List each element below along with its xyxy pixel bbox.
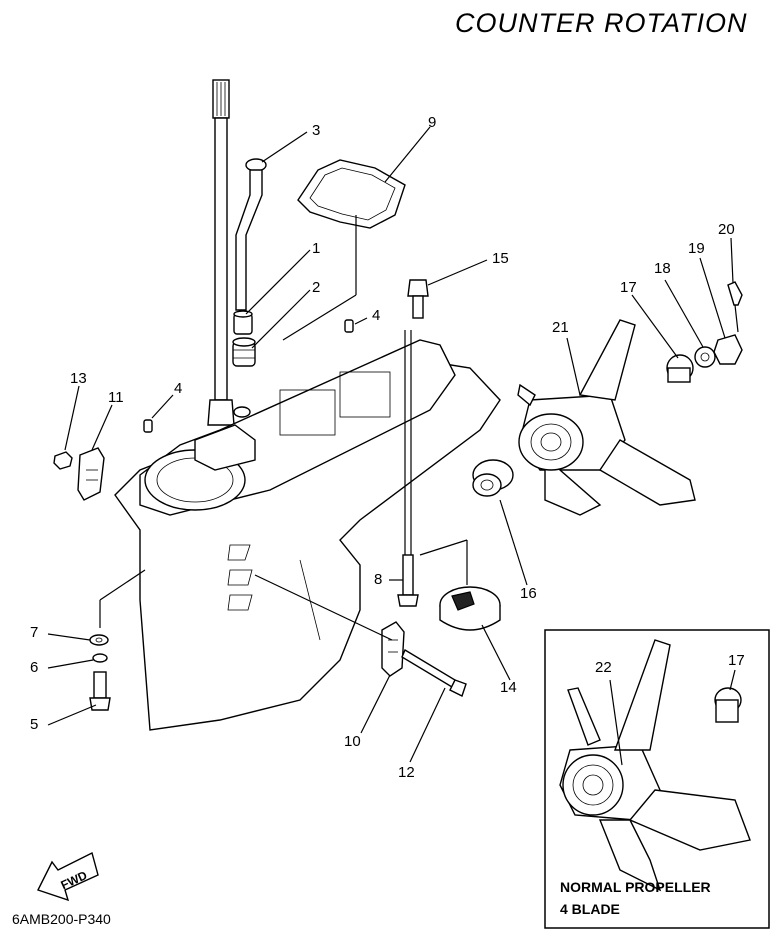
gasket — [297, 159, 406, 229]
tube-seal — [232, 337, 256, 367]
prop-nut — [713, 334, 743, 365]
dowel-pin — [143, 319, 354, 433]
callout-6: 6 — [30, 659, 38, 676]
anode-bolt — [401, 648, 467, 697]
fwd-arrow-icon: FWD — [37, 851, 99, 902]
inset-line-1: NORMAL PROPELLER — [560, 879, 711, 895]
callout-20: 20 — [718, 221, 735, 238]
propeller-counter — [517, 319, 696, 516]
callout-2: 2 — [312, 279, 320, 296]
spacer — [666, 354, 694, 383]
nut — [53, 451, 73, 470]
callout-22: 22 — [595, 659, 612, 676]
washer — [89, 634, 109, 646]
trim-anode — [381, 621, 405, 677]
prop-washer — [694, 346, 716, 368]
inset-line-2: 4 BLADE — [560, 901, 620, 917]
drive-shaft — [207, 79, 235, 426]
oil-seal — [472, 459, 514, 497]
callout-1: 1 — [312, 240, 320, 257]
callout-10: 10 — [344, 733, 361, 750]
anode — [77, 447, 105, 501]
lower-case-housing — [114, 339, 501, 731]
callout-4b: 4 — [174, 380, 182, 397]
callout-15: 15 — [492, 250, 509, 267]
spring-washer — [92, 653, 108, 663]
callout-16: 16 — [520, 585, 537, 602]
callout-18: 18 — [654, 260, 671, 277]
callout-14: 14 — [500, 679, 517, 696]
cotter-pin — [727, 281, 743, 333]
callout-9: 9 — [428, 114, 436, 131]
callout-13: 13 — [70, 370, 87, 387]
water-tube — [235, 158, 267, 311]
inset-normal-propeller: 22 17 NORMAL PROPELLER 4 BLADE — [544, 629, 770, 929]
stud-bolt — [397, 330, 419, 607]
callout-12: 12 — [398, 764, 415, 781]
bolt-lower — [89, 671, 111, 711]
callout-11: 11 — [108, 389, 124, 406]
leader-lines — [47, 126, 734, 763]
callout-3: 3 — [312, 122, 320, 139]
bolt — [407, 279, 429, 319]
callout-5: 5 — [30, 716, 38, 733]
callout-19: 19 — [688, 240, 705, 257]
callout-4a: 4 — [372, 307, 380, 324]
callout-17-inset: 17 — [728, 652, 745, 669]
callout-7: 7 — [30, 624, 38, 641]
diagram-title: COUNTER ROTATION — [455, 8, 748, 38]
cover — [439, 586, 501, 631]
callout-21: 21 — [552, 319, 569, 336]
tube-grommet — [233, 310, 253, 335]
callout-17: 17 — [620, 279, 637, 296]
callout-8: 8 — [374, 571, 382, 588]
diagram-code: 6AMB200-P340 — [12, 911, 111, 927]
